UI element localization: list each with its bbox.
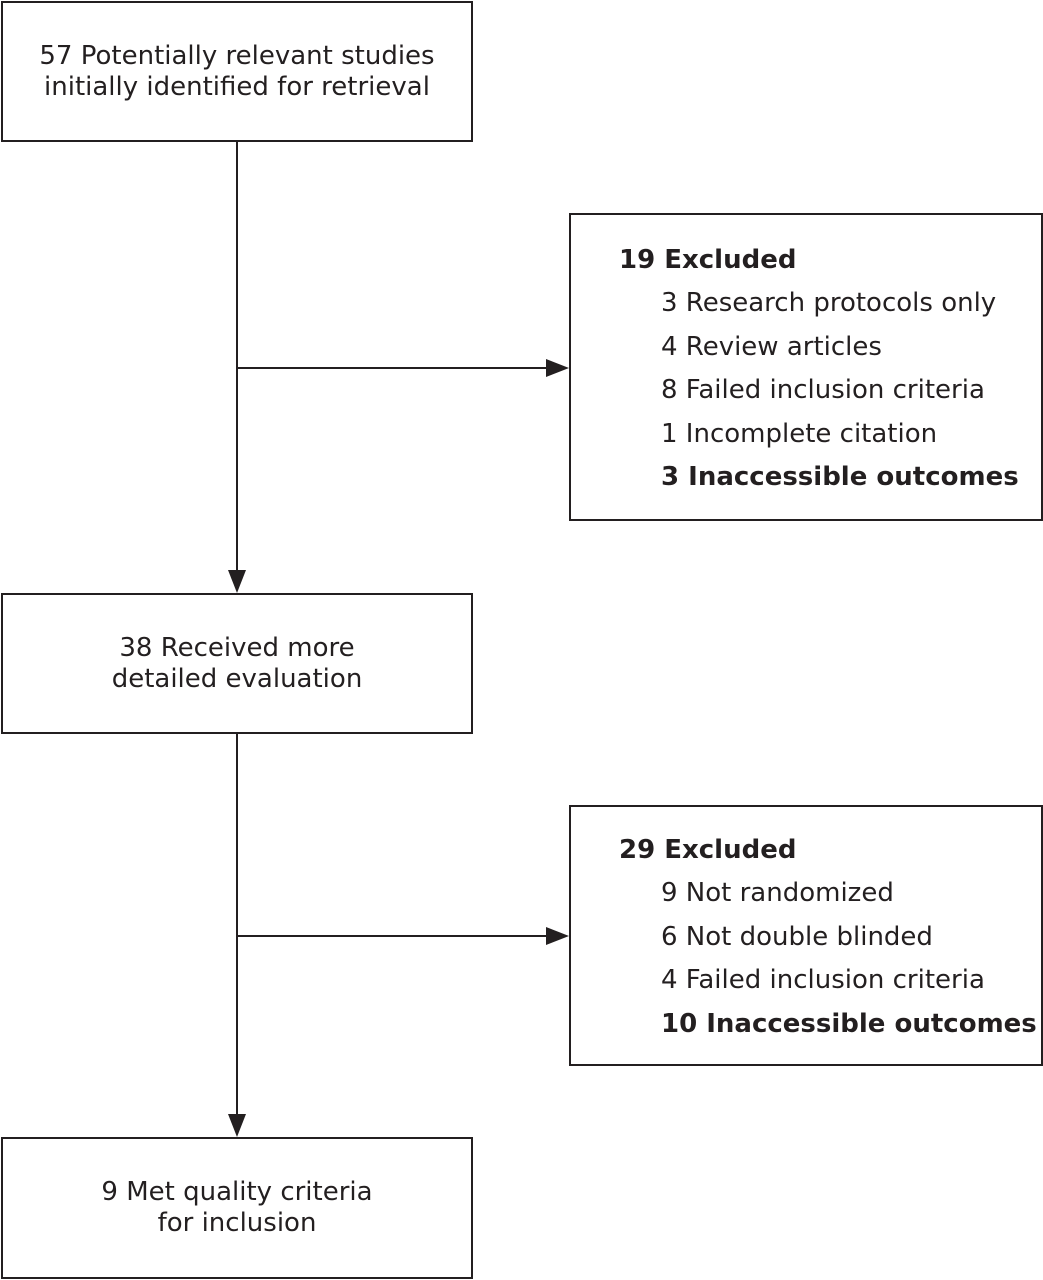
identified-line-2: initially identified for retrieval <box>44 71 430 102</box>
exclusion-reason: 4 Review articles <box>661 331 882 362</box>
excluded-box-2: 29 Excluded 9 Not randomized 6 Not doubl… <box>569 805 1043 1066</box>
excluded-heading-2: 29 Excluded <box>619 835 797 865</box>
exclusion-reason: 1 Incomplete citation <box>661 418 938 449</box>
excluded-heading-1: 19 Excluded <box>619 245 797 275</box>
included-line-1: 9 Met quality criteria <box>101 1177 373 1207</box>
evaluated-studies-box: 38 Received more detailed evaluation <box>1 593 473 734</box>
exclusion-reason: 6 Not double blinded <box>661 921 933 952</box>
included-line-2: for inclusion <box>157 1208 317 1238</box>
arrowhead-right-2 <box>546 927 569 945</box>
exclusion-reason: 8 Failed inclusion criteria <box>661 375 985 405</box>
identified-line-1: 57 Potentially relevant studies <box>39 40 435 71</box>
evaluated-line-1: 38 Received more <box>119 632 355 663</box>
excluded-box-1: 19 Excluded 3 Research protocols only 4 … <box>569 213 1043 521</box>
arrowhead-down-1 <box>228 570 246 593</box>
exclusion-reason: 3 Research protocols only <box>661 288 997 318</box>
exclusion-reason: 4 Failed inclusion criteria <box>661 965 985 995</box>
exclusion-reason: 9 Not randomized <box>661 878 894 908</box>
excluded-reasons-list-1: 3 Research protocols only 4 Review artic… <box>661 288 1019 506</box>
exclusion-reason: 3 Inaccessible outcomes <box>661 462 1019 492</box>
arrowhead-right-1 <box>546 359 569 377</box>
exclusion-reason: 10 Inaccessible outcomes <box>661 1008 1037 1039</box>
excluded-reasons-list-2: 9 Not randomized 6 Not double blinded 4 … <box>661 878 1037 1052</box>
included-studies-box: 9 Met quality criteria for inclusion <box>1 1137 473 1279</box>
identified-studies-box: 57 Potentially relevant studies initiall… <box>1 1 473 142</box>
evaluated-line-2: detailed evaluation <box>111 663 363 694</box>
arrowhead-down-2 <box>228 1114 246 1137</box>
